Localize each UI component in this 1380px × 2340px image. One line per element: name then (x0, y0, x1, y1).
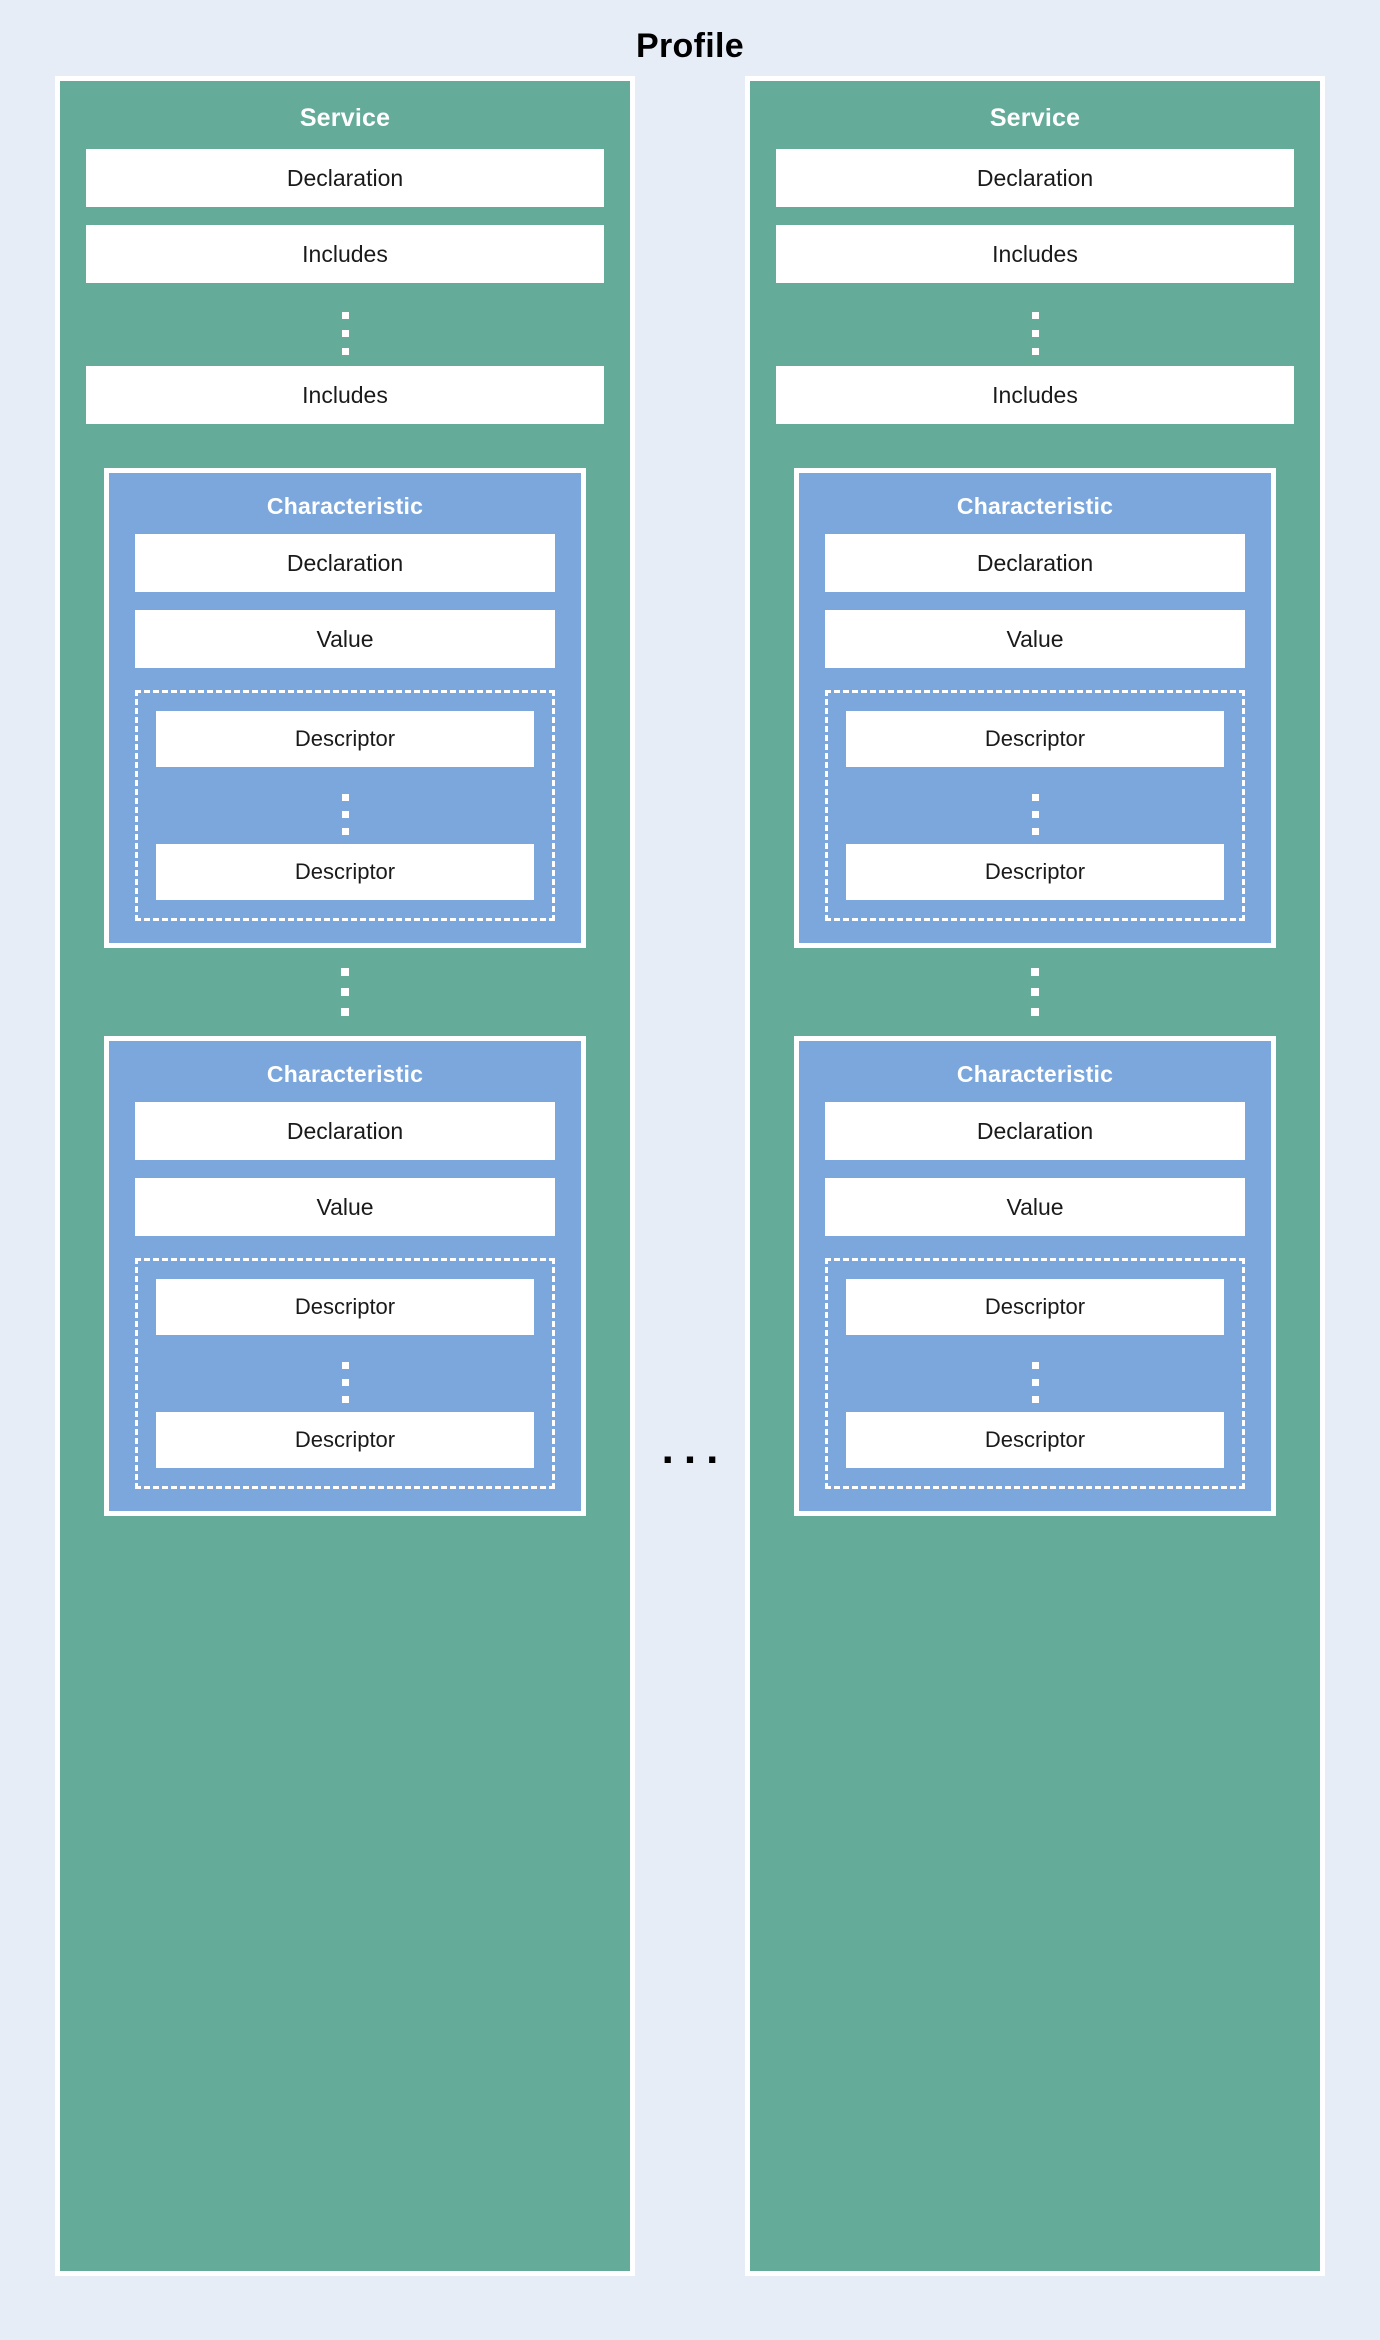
characteristic-title: Characteristic (956, 493, 1114, 519)
service-declaration-box[interactable]: Declaration (86, 149, 604, 207)
ellipsis-dot (1031, 330, 1039, 337)
service-includes-box[interactable]: Includes (86, 366, 604, 424)
service-title: Service (299, 104, 391, 132)
ellipsis-dot (1031, 828, 1039, 835)
characteristic-title: Characteristic (266, 1061, 424, 1087)
ellipsis-dot (341, 1008, 349, 1016)
service-column-1: Service Declaration Includes Includes Ch… (55, 76, 635, 2276)
ellipsis-dot (341, 794, 349, 801)
characteristic-panel[interactable]: Characteristic Declaration Value Descrip… (794, 468, 1276, 948)
characteristic-title: Characteristic (266, 493, 424, 519)
characteristic-declaration-box[interactable]: Declaration (135, 534, 555, 592)
includes-vertical-ellipsis (86, 301, 604, 366)
descriptor-box[interactable]: Descriptor (846, 1412, 1224, 1468)
ellipsis-dot (1031, 968, 1039, 976)
characteristic-vertical-ellipsis (776, 948, 1294, 1036)
characteristic-declaration-box[interactable]: Declaration (135, 1102, 555, 1160)
spacer (776, 442, 1294, 468)
descriptor-box[interactable]: Descriptor (156, 1412, 534, 1468)
descriptor-group: Descriptor Descriptor (135, 690, 555, 921)
characteristic-value-box[interactable]: Value (825, 1178, 1245, 1236)
service-includes-box[interactable]: Includes (86, 225, 604, 283)
ellipsis-dot (1031, 988, 1039, 996)
service-includes-box[interactable]: Includes (776, 225, 1294, 283)
ellipsis-dot (1031, 1008, 1039, 1016)
characteristic-title: Characteristic (956, 1061, 1114, 1087)
service-title: Service (989, 104, 1081, 132)
characteristic-panel[interactable]: Characteristic Declaration Value Descrip… (104, 468, 586, 948)
ellipsis-dot (1031, 811, 1039, 818)
service-declaration-box[interactable]: Declaration (776, 149, 1294, 207)
service-includes-box[interactable]: Includes (776, 366, 1294, 424)
descriptor-box[interactable]: Descriptor (846, 844, 1224, 900)
includes-vertical-ellipsis (776, 301, 1294, 366)
descriptor-vertical-ellipsis (156, 1353, 534, 1412)
ellipsis-dot (1031, 1362, 1039, 1369)
descriptor-group: Descriptor Descriptor (825, 1258, 1245, 1489)
descriptor-box[interactable]: Descriptor (846, 711, 1224, 767)
descriptor-group: Descriptor Descriptor (135, 1258, 555, 1489)
service-panel[interactable]: Service Declaration Includes Includes Ch… (745, 76, 1325, 2276)
characteristic-declaration-box[interactable]: Declaration (825, 534, 1245, 592)
ellipsis-dot (341, 811, 349, 818)
ellipsis-dot (341, 312, 349, 319)
profile-columns: Service Declaration Includes Includes Ch… (0, 76, 1380, 2276)
characteristic-panel[interactable]: Characteristic Declaration Value Descrip… (104, 1036, 586, 1516)
ellipsis-dot (341, 988, 349, 996)
ellipsis-dot (1031, 312, 1039, 319)
page-title: Profile (636, 27, 744, 65)
descriptor-box[interactable]: Descriptor (156, 844, 534, 900)
service-panel[interactable]: Service Declaration Includes Includes Ch… (55, 76, 635, 2276)
characteristic-value-box[interactable]: Value (135, 1178, 555, 1236)
characteristic-value-box[interactable]: Value (135, 610, 555, 668)
column-gap: ... (635, 76, 745, 2276)
ellipsis-dot (341, 828, 349, 835)
ellipsis-dot (1031, 1379, 1039, 1386)
columns-horizontal-ellipsis: ... (661, 1424, 729, 1473)
descriptor-vertical-ellipsis (846, 1353, 1224, 1412)
ellipsis-dot (341, 1396, 349, 1403)
characteristic-panel[interactable]: Characteristic Declaration Value Descrip… (794, 1036, 1276, 1516)
ellipsis-dot (341, 1362, 349, 1369)
descriptor-vertical-ellipsis (156, 785, 534, 844)
characteristic-value-box[interactable]: Value (825, 610, 1245, 668)
ellipsis-dot (341, 348, 349, 355)
descriptor-box[interactable]: Descriptor (156, 1279, 534, 1335)
descriptor-group: Descriptor Descriptor (825, 690, 1245, 921)
descriptor-box[interactable]: Descriptor (846, 1279, 1224, 1335)
spacer (86, 442, 604, 468)
ellipsis-dot (1031, 348, 1039, 355)
ellipsis-dot (341, 1379, 349, 1386)
ellipsis-dot (1031, 794, 1039, 801)
ellipsis-dot (341, 968, 349, 976)
descriptor-vertical-ellipsis (846, 785, 1224, 844)
ellipsis-dot (341, 330, 349, 337)
descriptor-box[interactable]: Descriptor (156, 711, 534, 767)
service-column-2: Service Declaration Includes Includes Ch… (745, 76, 1325, 2276)
ellipsis-dot (1031, 1396, 1039, 1403)
characteristic-vertical-ellipsis (86, 948, 604, 1036)
characteristic-declaration-box[interactable]: Declaration (825, 1102, 1245, 1160)
